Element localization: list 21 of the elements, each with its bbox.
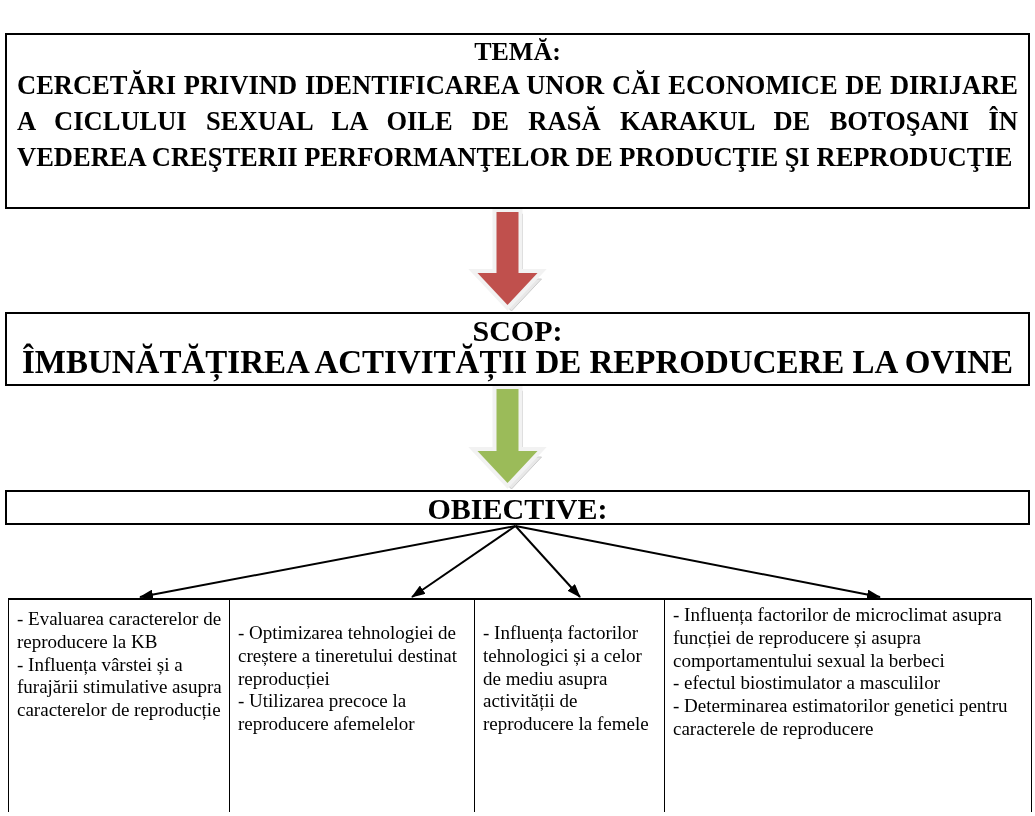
title-box: [5, 490, 1030, 525]
list-item: - efectul biostimulator a masculilor: [673, 672, 941, 696]
list-item: - Utilizarea precoce la reproducere afemelelor: [238, 690, 416, 736]
objective-cell: [664, 598, 1032, 812]
topic-text: CERCETĂRI PRIVIND IDENTIFICAREA UNOR CĂI ECONOMICE DE DIRIJARE A CICLULUI SEXUAL LA OILE DE RASĂ KARAKUL DE BOTOŞANI ÎN VEDEREA CREŞTERII PERFORMANŢELOR DE PRODUCŢIE ŞI REPRODUCŢIE: [17, 68, 1018, 174]
objective-cell: [8, 598, 230, 812]
arrow: [514, 525, 881, 600]
heading: TEMĂ:: [474, 37, 561, 67]
list-item: - Evaluarea caracterelor de reproducere la KB: [17, 608, 223, 654]
title-box: [5, 33, 1030, 209]
arrow: [514, 525, 581, 598]
heading: SCOP:: [472, 316, 563, 346]
list-item: - Influența factorilor tehnologici și a celor de mediu asupra activității de reproducere la femele: [483, 622, 650, 736]
list-item: - Determinarea estimatorilor genetici pentru caracterele de reproducere: [673, 695, 1009, 741]
list-item: - Optimizarea tehnologiei de creștere a tineretului destinat reproducției: [238, 622, 458, 691]
list-item: - Influența vârstei și a furajării stimulative asupra caracterelor de reproducție: [17, 653, 223, 722]
arrow: [411, 525, 517, 598]
title-box: [5, 312, 1030, 386]
arrow: [139, 525, 517, 600]
list-item: - Influența factorilor de microclimat asupra funcției de reproducere și asupra comportamentului sexual la berbeci: [673, 604, 1003, 673]
heading: OBIECTIVE:: [427, 494, 608, 524]
